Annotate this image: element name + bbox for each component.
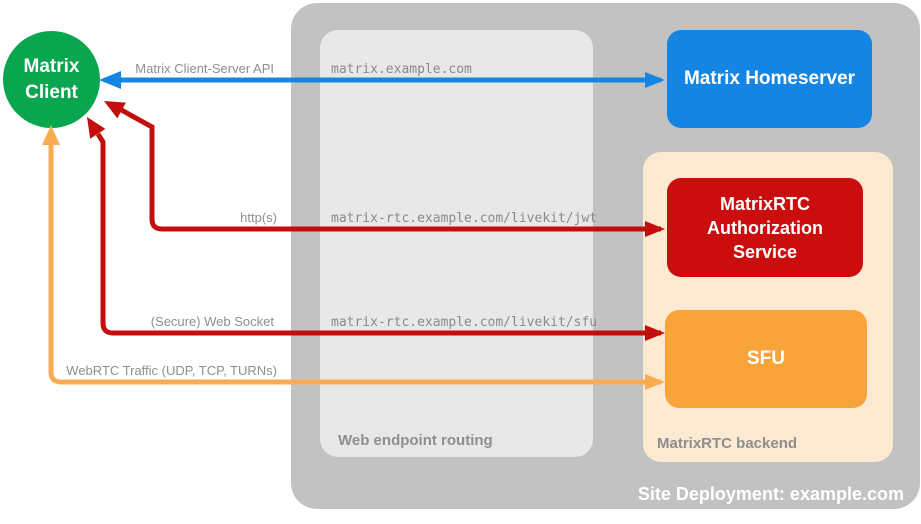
- https-label: http(s): [240, 210, 277, 225]
- endpoint-url-livekit-jwt: matrix-rtc.example.com/livekit/jwt: [331, 211, 598, 226]
- matrix-homeserver-node: Matrix Homeserver: [667, 30, 872, 128]
- auth-service-label-line3: Service: [732, 241, 798, 262]
- auth-service-label-line1: MatrixRTC: [719, 193, 810, 214]
- matrix-client-label-line1: Matrix: [23, 55, 80, 77]
- endpoint-url-matrix: matrix.example.com: [331, 62, 472, 77]
- matrix-client-label-line2: Client: [25, 81, 78, 103]
- https-arrowhead-icon: [104, 101, 126, 119]
- endpoint-url-livekit-sfu: matrix-rtc.example.com/livekit/sfu: [331, 315, 598, 330]
- webrtc-traffic-label: WebRTC Traffic (UDP, TCP, TURNs): [66, 363, 277, 378]
- web-socket-label: (Secure) Web Socket: [150, 314, 274, 329]
- matrix-homeserver-label: Matrix Homeserver: [683, 68, 856, 89]
- matrixrtc-authorization-service-node: MatrixRTC Authorization Service: [667, 178, 863, 277]
- client-server-api-label: Matrix Client-Server API: [135, 61, 274, 76]
- web-endpoint-routing-container: Web endpoint routing: [320, 30, 593, 457]
- site-deployment-title: Site Deployment: example.com: [637, 484, 904, 504]
- auth-service-label-line2: Authorization: [707, 217, 823, 238]
- webrtc-traffic-arrowhead-icon: [42, 125, 60, 145]
- matrix-client-node: Matrix Client: [3, 31, 100, 128]
- sfu-label: SFU: [747, 348, 785, 369]
- web-endpoint-routing-label: Web endpoint routing: [338, 432, 493, 449]
- matrixrtc-backend-label: MatrixRTC backend: [657, 435, 798, 452]
- web-socket-arrowhead-icon: [87, 117, 106, 139]
- sfu-node: SFU: [665, 310, 867, 408]
